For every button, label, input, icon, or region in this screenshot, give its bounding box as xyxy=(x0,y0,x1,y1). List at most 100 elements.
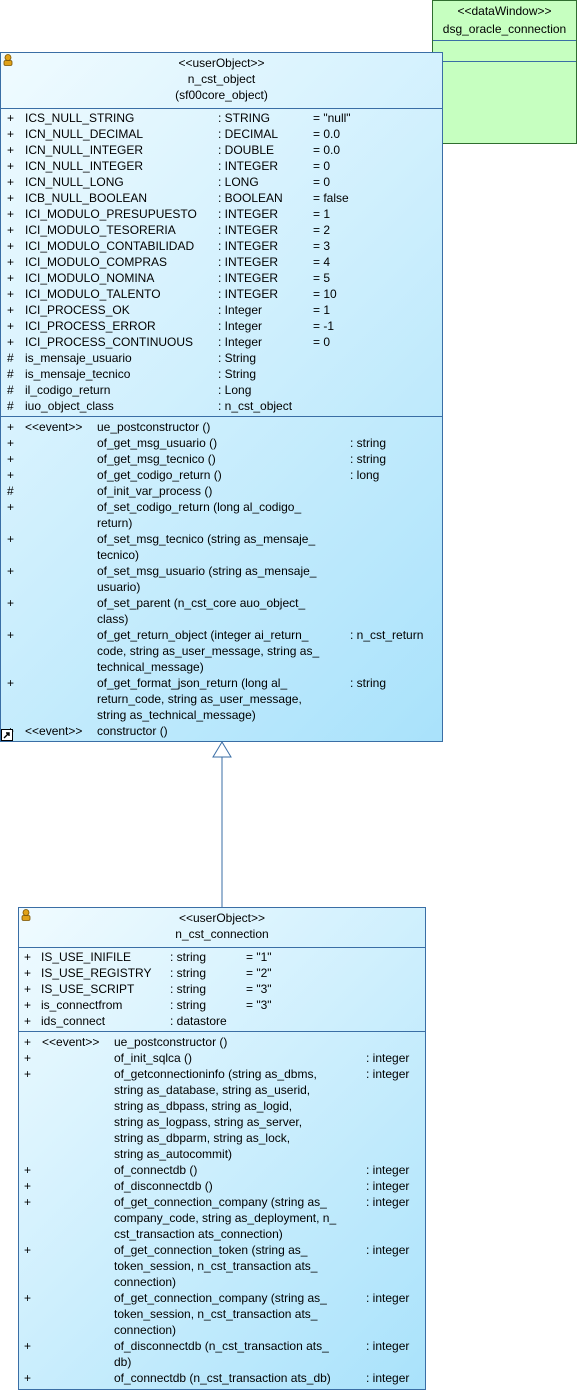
parent-stereotype: <<userObject>> xyxy=(178,56,265,70)
method-visibility: + xyxy=(7,564,15,578)
attribute-default-value: = 10 xyxy=(313,287,337,301)
attribute-default-value: = 5 xyxy=(313,271,331,285)
attribute-visibility: + xyxy=(24,966,32,980)
attribute-visibility: + xyxy=(24,950,32,964)
attribute-visibility: + xyxy=(7,207,15,221)
method-event-tag: <<event>> xyxy=(25,724,83,738)
attribute-name: ICN_NULL_INTEGER xyxy=(25,143,144,157)
child-class-box[interactable]: <<userObject>> n_cst_connection +IS_USE_… xyxy=(18,907,426,1390)
method-row[interactable]: +of_set_msg_tecnico (string as_mensaje_t… xyxy=(1,531,442,563)
attribute-visibility: + xyxy=(24,982,32,996)
attribute-row[interactable]: +IS_USE_REGISTRY: string= "2" xyxy=(19,965,425,981)
attribute-name: il_codigo_return xyxy=(25,383,111,397)
method-return-type: : long xyxy=(350,468,380,482)
attribute-row[interactable]: #is_mensaje_tecnico: String xyxy=(1,366,442,382)
attribute-name: ICS_NULL_STRING xyxy=(25,111,135,125)
method-row[interactable]: +of_get_codigo_return (): long xyxy=(1,467,442,483)
attribute-row[interactable]: +ICI_MODULO_TALENTO: INTEGER= 10 xyxy=(1,286,442,302)
method-signature-line: string as_database, string as_userid, xyxy=(114,1083,311,1097)
method-row[interactable]: +of_disconnectdb (): integer xyxy=(19,1178,425,1194)
parent-attr-separator xyxy=(1,108,442,109)
attribute-row[interactable]: +ICN_NULL_DECIMAL: DECIMAL= 0.0 xyxy=(1,126,442,142)
method-row[interactable]: +<<event>>ue_postconstructor () xyxy=(19,1034,425,1050)
attribute-row[interactable]: +ICI_MODULO_COMPRAS: INTEGER= 4 xyxy=(1,254,442,270)
attribute-row[interactable]: #iuo_object_class: n_cst_object xyxy=(1,398,442,414)
attribute-row[interactable]: +ids_connect: datastore xyxy=(19,1013,425,1029)
method-visibility: + xyxy=(7,500,15,514)
method-visibility: + xyxy=(24,1339,32,1353)
method-row[interactable]: +of_getconnectioninfo (string as_dbms, s… xyxy=(19,1066,425,1162)
attribute-visibility: + xyxy=(7,303,15,317)
method-signature-line: of_set_parent (n_cst_core auo_object_ xyxy=(97,596,306,610)
method-signature-line: string as_dbparm, string as_lock, xyxy=(114,1131,291,1145)
method-row[interactable]: +of_get_connection_company (string as_to… xyxy=(19,1290,425,1338)
child-attr-separator xyxy=(19,947,425,948)
attribute-name: ICI_MODULO_COMPRAS xyxy=(25,255,168,269)
child-class-name: n_cst_connection xyxy=(175,927,269,941)
attribute-row[interactable]: +ICS_NULL_STRING: STRING= "null" xyxy=(1,110,442,126)
method-signature-line: tecnico) xyxy=(97,548,140,562)
attribute-row[interactable]: +ICI_PROCESS_CONTINUOUS: Integer= 0 xyxy=(1,334,442,350)
method-return-type: : integer xyxy=(366,1163,410,1177)
method-signature-line: token_session, n_cst_transaction ats_ xyxy=(114,1307,318,1321)
attribute-default-value: = 1 xyxy=(313,207,331,221)
method-row[interactable]: +of_get_connection_token (string as_toke… xyxy=(19,1242,425,1290)
attribute-row[interactable]: +ICI_PROCESS_ERROR: Integer= -1 xyxy=(1,318,442,334)
method-signature-line: constructor () xyxy=(97,724,168,738)
method-visibility: + xyxy=(7,452,15,466)
attribute-name: IS_USE_INIFILE xyxy=(41,950,132,964)
attribute-visibility: + xyxy=(7,335,15,349)
attribute-row[interactable]: +ICN_NULL_INTEGER: INTEGER= 0 xyxy=(1,158,442,174)
method-visibility: + xyxy=(7,596,15,610)
attribute-default-value: = 0.0 xyxy=(313,127,341,141)
attribute-visibility: + xyxy=(7,271,15,285)
method-row[interactable]: +of_connectdb (n_cst_transaction ats_db)… xyxy=(19,1370,425,1386)
method-row[interactable]: +of_disconnectdb (n_cst_transaction ats_… xyxy=(19,1338,425,1370)
parent-class-box[interactable]: <<userObject>> n_cst_object (sf00core_ob… xyxy=(0,52,443,742)
datawindow-class-box[interactable]: <<dataWindow>> dsg_oracle_connection xyxy=(432,0,577,144)
method-row[interactable]: +of_set_parent (n_cst_core auo_object_cl… xyxy=(1,595,442,627)
attribute-row[interactable]: +ICI_MODULO_NOMINA: INTEGER= 5 xyxy=(1,270,442,286)
method-row[interactable]: +<<event>>ue_postconstructor () xyxy=(1,419,442,435)
attribute-default-value: = 0 xyxy=(313,159,331,173)
attribute-row[interactable]: #il_codigo_return: Long xyxy=(1,382,442,398)
attribute-row[interactable]: #is_mensaje_usuario: String xyxy=(1,350,442,366)
method-row[interactable]: +of_get_msg_tecnico (): string xyxy=(1,451,442,467)
method-row[interactable]: +of_init_sqlca (): integer xyxy=(19,1050,425,1066)
method-row[interactable]: +of_set_codigo_return (long al_codigo_re… xyxy=(1,499,442,531)
method-signature-line: of_get_connection_company (string as_ xyxy=(114,1195,327,1209)
datawindow-separator xyxy=(433,40,576,41)
method-signature-line: company_code, string as_deployment, n_ xyxy=(114,1211,337,1225)
method-signature-line: of_get_msg_usuario () xyxy=(97,436,218,450)
method-row[interactable]: +of_get_return_object (integer ai_return… xyxy=(1,627,442,675)
method-row[interactable]: +of_connectdb (): integer xyxy=(19,1162,425,1178)
attribute-row[interactable]: +ICN_NULL_INTEGER: DOUBLE= 0.0 xyxy=(1,142,442,158)
attribute-row[interactable]: +ICI_MODULO_TESORERIA: INTEGER= 2 xyxy=(1,222,442,238)
attribute-row[interactable]: +IS_USE_SCRIPT: string= "3" xyxy=(19,981,425,997)
attribute-row[interactable]: +ICB_NULL_BOOLEAN: BOOLEAN= false xyxy=(1,190,442,206)
attribute-row[interactable]: +ICI_MODULO_CONTABILIDAD: INTEGER= 3 xyxy=(1,238,442,254)
attribute-row[interactable]: +ICI_MODULO_PRESUPUESTO: INTEGER= 1 xyxy=(1,206,442,222)
attribute-row[interactable]: +IS_USE_INIFILE: string= "1" xyxy=(19,949,425,965)
attribute-type: : string xyxy=(170,950,207,964)
attribute-type: : BOOLEAN xyxy=(218,191,283,205)
attribute-default-value: = "3" xyxy=(246,982,272,996)
method-visibility: + xyxy=(7,676,15,690)
method-row[interactable]: +of_get_format_json_return (long al_retu… xyxy=(1,675,442,723)
method-visibility: + xyxy=(24,1291,32,1305)
method-row[interactable]: +of_get_connection_company (string as_co… xyxy=(19,1194,425,1242)
method-row[interactable]: +of_get_msg_usuario (): string xyxy=(1,435,442,451)
attribute-row[interactable]: +ICI_PROCESS_OK: Integer= 1 xyxy=(1,302,442,318)
parent-method-separator xyxy=(1,416,442,417)
method-signature-line: of_get_msg_tecnico () xyxy=(97,452,216,466)
attribute-row[interactable]: +ICN_NULL_LONG: LONG= 0 xyxy=(1,174,442,190)
attribute-row[interactable]: +is_connectfrom: string= "3" xyxy=(19,997,425,1013)
attribute-name: ICI_MODULO_PRESUPUESTO xyxy=(25,207,197,221)
attribute-default-value: = 2 xyxy=(313,223,331,237)
datawindow-separator xyxy=(433,61,576,62)
attribute-type: : string xyxy=(170,998,207,1012)
method-row[interactable]: #of_init_var_process () xyxy=(1,483,442,499)
method-row[interactable]: +of_set_msg_usuario (string as_mensaje_u… xyxy=(1,563,442,595)
attribute-name: ICI_MODULO_TESORERIA xyxy=(25,223,176,237)
